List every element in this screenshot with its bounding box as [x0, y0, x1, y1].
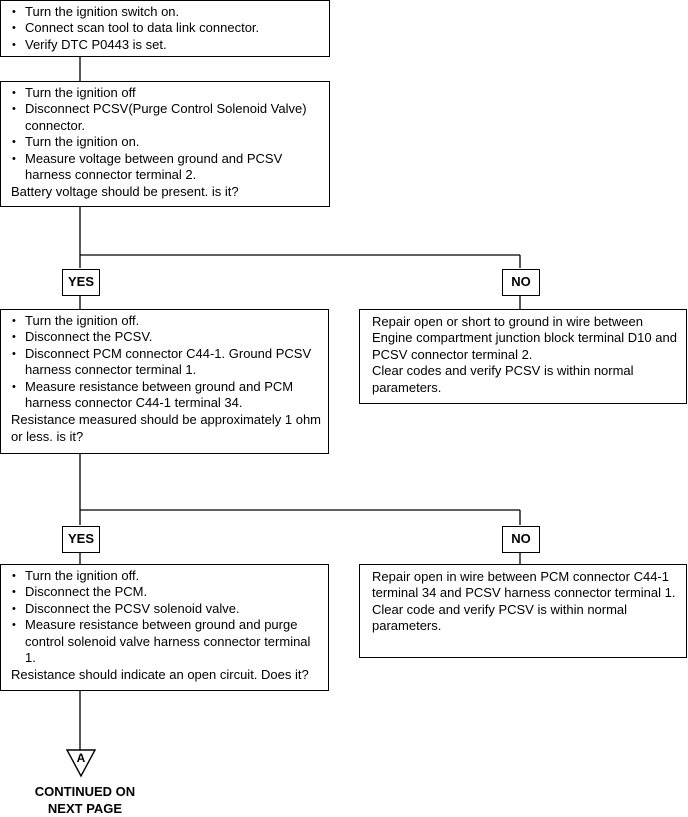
continued-label-line2: NEXT PAGE [47, 801, 123, 816]
step-3-list: Turn the ignition off. Disconnect the PC… [11, 313, 322, 411]
continued-label-line1: CONTINUED ON [34, 784, 136, 799]
list-item: Disconnect the PCM. [11, 584, 322, 601]
no-label-2: NO [502, 526, 540, 553]
list-item: Measure resistance between ground and PC… [11, 379, 322, 412]
step-box-1: Turn the ignition switch on. Connect sca… [0, 0, 330, 57]
list-item: Measure resistance between ground and pu… [11, 617, 322, 666]
no-label-1: NO [502, 269, 540, 296]
list-item: Disconnect PCSV(Purge Control Solenoid V… [11, 101, 323, 134]
list-item: Connect scan tool to data link connector… [11, 20, 323, 37]
list-item: Turn the ignition on. [11, 134, 323, 151]
step-4-question: Resistance should indicate an open circu… [11, 667, 309, 683]
step-box-2: Turn the ignition off Disconnect PCSV(Pu… [0, 81, 330, 207]
step-2-list: Turn the ignition off Disconnect PCSV(Pu… [11, 85, 323, 183]
step-1-list: Turn the ignition switch on. Connect sca… [11, 4, 323, 54]
step-2-question: Battery voltage should be present. is it… [11, 184, 239, 200]
list-item: Measure voltage between ground and PCSV … [11, 151, 323, 184]
step-3-question: Resistance measured should be approximat… [11, 412, 322, 444]
step-box-4: Turn the ignition off. Disconnect the PC… [0, 564, 329, 691]
yes-label-2: YES [62, 526, 100, 553]
list-item: Disconnect the PCSV solenoid valve. [11, 601, 322, 618]
list-item: Turn the ignition off. [11, 568, 322, 585]
list-item: Turn the ignition off [11, 85, 323, 102]
yes-label-1: YES [62, 269, 100, 296]
step-4-list: Turn the ignition off. Disconnect the PC… [11, 568, 322, 666]
list-item: Turn the ignition switch on. [11, 4, 323, 21]
list-item: Disconnect PCM connector C44-1. Ground P… [11, 346, 322, 379]
step-box-3: Turn the ignition off. Disconnect the PC… [0, 309, 329, 454]
repair-note-2: Repair open in wire between PCM connecto… [359, 564, 687, 658]
repair-note-1: Repair open or short to ground in wire b… [359, 309, 687, 404]
connector-letter: A [76, 751, 86, 765]
connector-triangle [65, 749, 97, 778]
list-item: Verify DTC P0443 is set. [11, 37, 323, 54]
list-item: Disconnect the PCSV. [11, 329, 322, 346]
list-item: Turn the ignition off. [11, 313, 322, 330]
